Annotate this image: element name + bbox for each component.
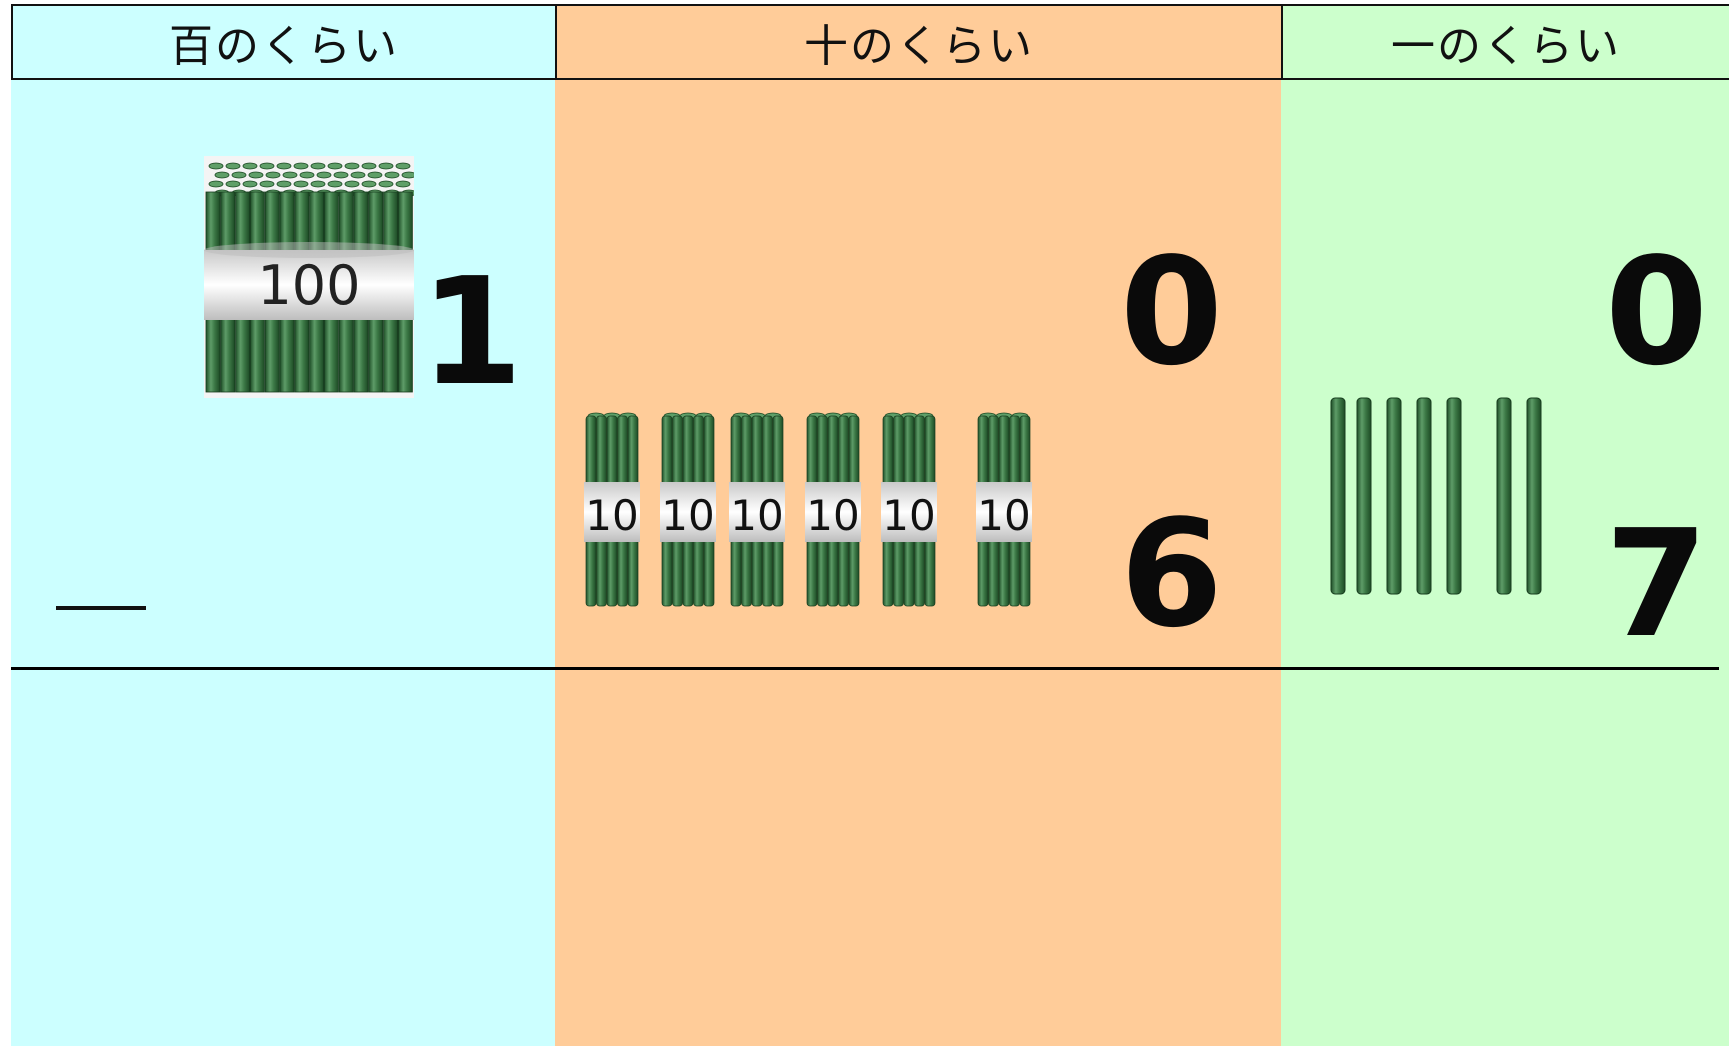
single-stick-icon (1356, 396, 1372, 596)
minus-sign (56, 606, 146, 610)
ten-bundle-icon: 10 (881, 410, 937, 610)
tens-digit-bottom: 6 (1120, 500, 1223, 648)
header-tens: 十のくらい (555, 4, 1281, 80)
single-stick-icon (1526, 396, 1542, 596)
single-stick-icon (1446, 396, 1462, 596)
single-stick-icon (1330, 396, 1346, 596)
ten-bundle-icon: 10 (805, 410, 861, 610)
single-stick-icon (1496, 396, 1512, 596)
ten-bundle-label: 10 (806, 491, 859, 540)
ten-bundle-icon: 10 (729, 410, 785, 610)
tens-digit-top: 0 (1120, 238, 1223, 386)
ten-bundle-label: 10 (661, 491, 714, 540)
ten-bundle-icon: 10 (584, 410, 640, 610)
ones-digit-bottom: 7 (1605, 510, 1708, 658)
answer-line (11, 667, 1719, 670)
hundred-bundle-icon: 100 (204, 156, 414, 398)
single-stick-icon (1416, 396, 1432, 596)
hundred-bundle-label: 100 (257, 254, 360, 317)
ten-bundle-icon: 10 (976, 410, 1032, 610)
ten-bundle-label: 10 (730, 491, 783, 540)
header-ones: 一のくらい (1281, 4, 1729, 80)
hundreds-digit: 1 (420, 258, 523, 406)
ten-bundle-label: 10 (882, 491, 935, 540)
header-hundreds: 百のくらい (11, 4, 555, 80)
ten-bundle-label: 10 (585, 491, 638, 540)
ten-bundle-icon: 10 (660, 410, 716, 610)
single-stick-icon (1386, 396, 1402, 596)
ten-bundle-label: 10 (977, 491, 1030, 540)
ones-digit-top: 0 (1605, 238, 1708, 386)
